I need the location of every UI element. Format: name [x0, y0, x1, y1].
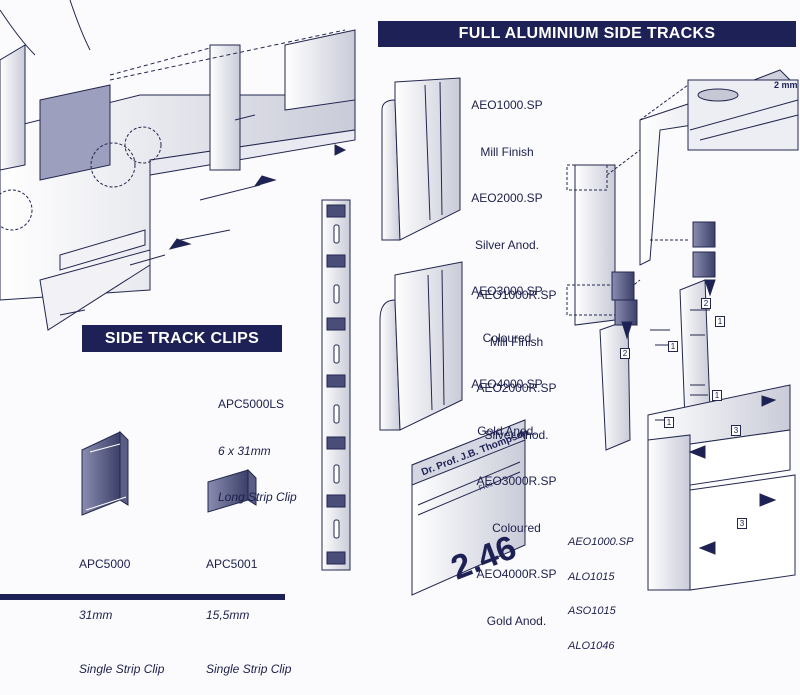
clip-b-size: 15,5mm	[206, 608, 250, 622]
single-strip-clip-drawings	[81, 430, 257, 516]
side-track-clips-title: SIDE TRACK CLIPS	[104, 329, 260, 347]
kit-code-list: AEO1000.SP ALO1015 ASO1015 ALO1046	[568, 514, 633, 664]
clip-b-label: APC5001 15,5mm Single Strip Clip	[206, 522, 291, 695]
illustration-canvas	[0, 0, 799, 596]
dimension-label: 2 mm	[774, 80, 798, 90]
clip-a-desc: Single Strip Clip	[79, 662, 165, 676]
clip-b-code: APC5001	[206, 557, 258, 571]
bottom-banner-edge	[0, 594, 285, 600]
kit-code: ASO1015	[568, 605, 616, 617]
clip-a-code: APC5000	[79, 557, 131, 571]
kit-code: ALO1046	[568, 639, 615, 652]
step-marker: 1	[712, 390, 722, 401]
long-clip-code: APC5000LS	[218, 397, 285, 411]
right-assembly-drawing	[566, 69, 799, 591]
step-marker: 3	[731, 425, 741, 436]
door-sign-drawing	[411, 419, 526, 596]
product-code: AEO4000R.SP	[476, 567, 557, 581]
product-code: AEO3000R.SP	[476, 474, 557, 488]
full-tracks-title: FULL ALUMINIUM SIDE TRACKS	[458, 25, 716, 42]
clip-a-size: 31mm	[79, 608, 113, 622]
product-finish: Coloured	[492, 520, 541, 535]
side-track-profile-drawings	[379, 77, 463, 431]
product-code: AEO1000.SP	[471, 98, 543, 112]
full-tracks-banner: FULL ALUMINIUM SIDE TRACKS	[378, 21, 796, 47]
step-marker: 1	[668, 341, 678, 352]
product-finish: Silver Anod.	[484, 427, 549, 442]
product-finish: Gold Anod.	[486, 613, 547, 628]
step-marker: 2	[620, 348, 630, 359]
product-code: AEO4000.SP	[471, 377, 543, 391]
step-marker: 3	[737, 518, 747, 529]
kit-code: AEO1000.SP	[568, 536, 634, 548]
top-left-assembly-drawing	[0, 0, 356, 331]
long-clip-label: APC5000LS 6 x 31mm Long Strip Clip	[218, 366, 297, 521]
product-finish: Coloured	[482, 330, 532, 345]
product-code: AEO3000.SP	[471, 284, 543, 298]
step-marker: 2	[701, 298, 711, 309]
product-code: AEO2000R.SP	[476, 381, 557, 395]
kit-code: ALO1015	[568, 570, 615, 583]
product-list-standard: AEO1000.SP Mill Finish AEO2000.SP Silver…	[467, 67, 547, 455]
side-track-clips-banner: SIDE TRACK CLIPS	[82, 325, 282, 352]
product-code: AEO1000R.SP	[476, 288, 557, 302]
step-marker: 1	[715, 316, 725, 327]
long-clip-desc: Long Strip Clip	[218, 490, 297, 504]
clip-b-desc: Single Strip Clip	[206, 662, 292, 676]
step-marker: 1	[664, 417, 674, 428]
long-clip-size: 6 x 31mm	[218, 443, 271, 458]
clip-a-label: APC5000 31mm Single Strip Clip	[79, 522, 164, 695]
product-finish: Mill Finish	[480, 144, 534, 159]
long-strip-clip-drawing	[321, 199, 351, 571]
product-code: AEO2000.SP	[471, 191, 543, 205]
product-finish: Gold Anod.	[477, 423, 537, 438]
product-finish: Mill Finish	[489, 334, 544, 349]
product-finish: Silver Anod.	[474, 237, 540, 252]
